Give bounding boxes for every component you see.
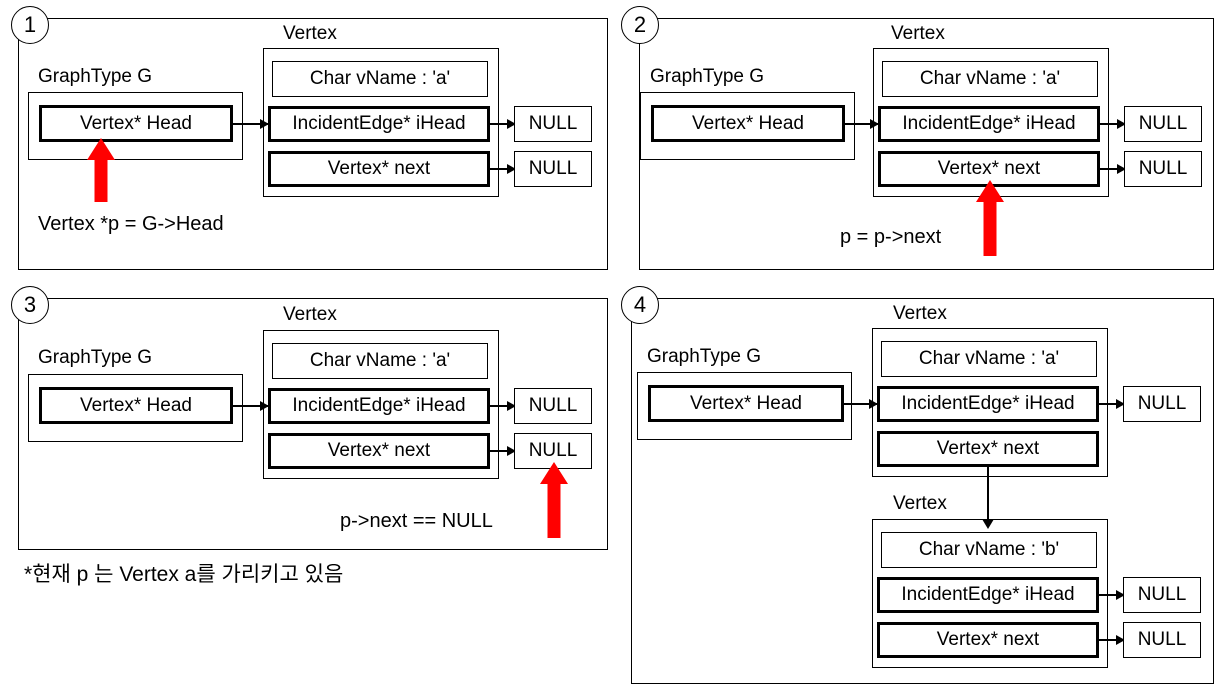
- panel-1-pointer-arrow-shaft: [94, 156, 108, 202]
- panel-4-vertex-label-2: Vertex: [893, 493, 947, 514]
- panel-3-pointer-arrow-shaft: [547, 480, 561, 538]
- panel-4-ihead-a-to-null-arrow: [1099, 399, 1125, 409]
- panel-1-field-vname: Char vName : 'a': [272, 61, 488, 97]
- panel-4-head-field: Vertex* Head: [648, 385, 844, 422]
- panel-2-ihead-to-null-arrow: [1100, 119, 1126, 129]
- panel-2-vertex-label: Vertex: [891, 23, 945, 44]
- panel-3-head-to-vertex-arrow: [233, 401, 269, 411]
- panel-2-null-2: NULL: [1124, 151, 1202, 187]
- panel-3-pointer-arrow: [538, 462, 570, 538]
- panel-4-field-vname-a: Char vName : 'a': [881, 341, 1097, 377]
- panel-4-field-next-a: Vertex* next: [877, 431, 1099, 467]
- panel-3-field-next: Vertex* next: [268, 433, 490, 469]
- panel-2-graphtype-label: GraphType G: [650, 66, 765, 87]
- panel-1-vertex-label: Vertex: [283, 23, 337, 44]
- panel-4-null-b-2: NULL: [1123, 622, 1201, 658]
- panel-2-head-to-vertex-arrow: [845, 119, 879, 129]
- panel-3-vertex-label: Vertex: [283, 304, 337, 325]
- panel-3-field-vname: Char vName : 'a': [272, 343, 488, 379]
- panel-1-ihead-to-null-arrow: [490, 119, 516, 129]
- panel-1-null-2: NULL: [514, 151, 592, 187]
- panel-4-field-ihead-b: IncidentEdge* iHead: [877, 577, 1099, 613]
- panel-4-graphtype-label: GraphType G: [647, 346, 762, 367]
- panel-3-number: 3: [11, 286, 49, 324]
- panel-2-field-ihead: IncidentEdge* iHead: [878, 106, 1100, 142]
- panel-3-field-ihead: IncidentEdge* iHead: [268, 388, 490, 424]
- panel-3-graphtype-label: GraphType G: [38, 347, 153, 368]
- panel-3-caption: p->next == NULL: [340, 510, 493, 532]
- panel-1-field-ihead: IncidentEdge* iHead: [268, 106, 490, 142]
- panel-4-null-b-1: NULL: [1123, 577, 1201, 613]
- panel-1-head-to-vertex-arrow: [233, 119, 269, 129]
- panel-3-ihead-to-null-arrow: [490, 401, 516, 411]
- panel-1-pointer-arrow: [85, 138, 117, 202]
- panel-2-field-vname: Char vName : 'a': [882, 61, 1098, 97]
- panel-4-ihead-b-to-null-arrow: [1099, 590, 1125, 600]
- panel-4-next-b-to-null-arrow: [1099, 635, 1125, 645]
- panel-1-caption: Vertex *p = G->Head: [38, 213, 224, 235]
- panel-3-next-to-null-arrow: [490, 446, 516, 456]
- panel-4-number: 4: [621, 286, 659, 324]
- panel-2-head-field: Vertex* Head: [651, 105, 845, 142]
- panel-2-null-1: NULL: [1124, 106, 1202, 142]
- panel-4-field-ihead-a: IncidentEdge* iHead: [877, 386, 1099, 422]
- panel-1-graphtype-label: GraphType G: [38, 66, 153, 87]
- panel-4-vertex-label-1: Vertex: [893, 303, 947, 324]
- panel-3-head-field: Vertex* Head: [39, 387, 233, 424]
- panel-2-pointer-arrow: [974, 180, 1006, 256]
- panel-4-head-to-vertex-arrow: [844, 399, 878, 409]
- panel-1-pointer-arrow-head: [87, 138, 115, 160]
- panel-3-pointer-arrow-head: [540, 462, 568, 484]
- panel-4-next-to-vertex-b-arrow: [980, 467, 996, 529]
- panel-1-next-to-null-arrow: [490, 164, 516, 174]
- panel-4-null-a-1: NULL: [1123, 386, 1201, 422]
- panel-4-field-next-b: Vertex* next: [877, 622, 1099, 658]
- panel-1-null-1: NULL: [514, 106, 592, 142]
- panel-1-field-next: Vertex* next: [268, 151, 490, 187]
- panel-3-null-1: NULL: [514, 388, 592, 424]
- panel-2-pointer-arrow-shaft: [983, 198, 997, 256]
- panel-1-head-field: Vertex* Head: [39, 105, 233, 142]
- figure-note: *현재 p 는 Vertex a를 가리키고 있음: [24, 563, 344, 586]
- panel-2-pointer-arrow-head: [976, 180, 1004, 202]
- panel-1-number: 1: [11, 6, 49, 44]
- panel-2-number: 2: [621, 6, 659, 44]
- panel-2-caption: p = p->next: [840, 226, 942, 248]
- panel-4-field-vname-b: Char vName : 'b': [881, 532, 1097, 568]
- panel-2-next-to-null-arrow: [1100, 164, 1126, 174]
